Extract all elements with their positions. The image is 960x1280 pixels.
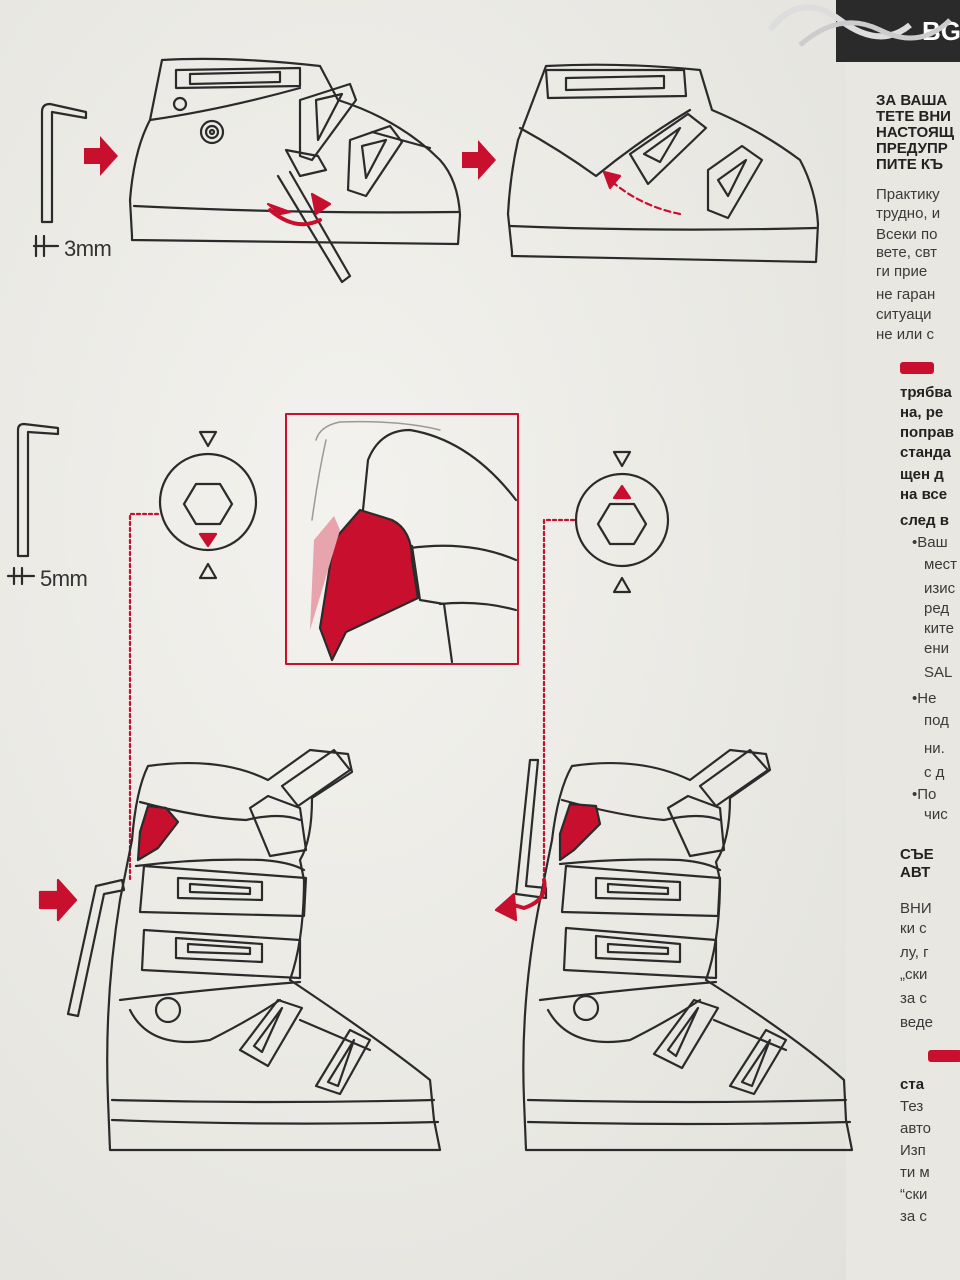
right-column-line: Тез bbox=[900, 1098, 924, 1115]
right-column-line: ста bbox=[900, 1076, 925, 1093]
step-arrow-icon bbox=[462, 140, 496, 180]
right-column-line: АВТ bbox=[900, 864, 931, 881]
right-column-line: не гаран bbox=[876, 286, 936, 303]
right-column-line: под bbox=[924, 712, 949, 729]
right-column-line: чис bbox=[924, 806, 948, 823]
manual-page-right bbox=[846, 0, 960, 1280]
right-column-line: ЗА ВАША bbox=[876, 92, 948, 109]
right-column-line: лу, г bbox=[900, 944, 929, 961]
right-column-line: на все bbox=[900, 486, 948, 503]
right-column-line: на, ре bbox=[900, 404, 944, 421]
right-column-line: ПРЕДУПР bbox=[876, 140, 948, 157]
right-column-line: за с bbox=[900, 1208, 927, 1225]
hex-key-in-use-right-icon bbox=[514, 758, 548, 900]
right-column-line: ти м bbox=[900, 1164, 930, 1181]
hex-key-in-use-left-icon bbox=[66, 878, 126, 1018]
right-column-line: щен д bbox=[900, 466, 944, 483]
right-column-line: след в bbox=[900, 512, 949, 529]
hex-key-3mm-icon bbox=[32, 102, 88, 258]
step-arrow-icon bbox=[84, 136, 118, 176]
right-column-line: ситуаци bbox=[876, 306, 932, 323]
right-column-line: мест bbox=[924, 556, 958, 573]
right-column-line: SAL bbox=[924, 664, 953, 681]
right-column-line: СЪЕ bbox=[900, 846, 934, 863]
right-column-line: „ски bbox=[900, 966, 928, 983]
spiral-binding bbox=[767, 4, 952, 47]
right-column-line: изис bbox=[924, 580, 956, 597]
right-column-line: поправ bbox=[900, 424, 955, 441]
right-column-line: авто bbox=[900, 1120, 932, 1137]
right-column-line: ВНИ bbox=[900, 900, 932, 917]
right-column-line: трябва bbox=[900, 384, 952, 401]
right-column-line: станда bbox=[900, 444, 951, 461]
right-column-line: с д bbox=[924, 764, 945, 781]
right-column-line: По bbox=[912, 786, 936, 803]
boot-shell-top-right bbox=[506, 63, 820, 264]
right-column-line: ни. bbox=[924, 740, 945, 757]
insert-arrow-icon bbox=[38, 878, 78, 922]
detail-inset-boot-cuff bbox=[311, 420, 518, 664]
right-column-line: ред bbox=[924, 600, 950, 617]
right-column-line: за с bbox=[900, 990, 927, 1007]
red-marker bbox=[928, 1050, 960, 1062]
right-column-line: НАСТОЯЩ bbox=[876, 124, 955, 141]
right-column-line: ки с bbox=[900, 920, 927, 937]
adjustment-dial-left-icon bbox=[158, 430, 258, 580]
adjustment-dial-right-icon bbox=[574, 450, 670, 594]
right-column-line: Практику bbox=[876, 186, 940, 203]
right-column-line: трудно, и bbox=[876, 205, 941, 222]
right-column-line: “ски bbox=[900, 1186, 928, 1203]
right-column-line: веде bbox=[900, 1014, 933, 1031]
right-column-line: ТЕТЕ ВНИ bbox=[876, 108, 951, 125]
right-column-line: не или с bbox=[876, 326, 934, 343]
right-column-line: Всеки по bbox=[876, 226, 938, 243]
right-column-line: Изп bbox=[900, 1142, 926, 1159]
key-3mm-label: 3mm bbox=[64, 236, 112, 261]
red-marker bbox=[900, 362, 934, 374]
right-column-line: ги прие bbox=[876, 263, 928, 280]
ski-boot-bottom-left bbox=[106, 748, 442, 1152]
right-column-line: Не bbox=[912, 690, 936, 707]
key-5mm-label: 5mm bbox=[40, 566, 88, 591]
rotate-arrow-icon bbox=[494, 892, 518, 922]
right-column-line: вете, свт bbox=[876, 244, 938, 261]
right-column-line: ките bbox=[924, 620, 954, 637]
hex-key-5mm-icon bbox=[6, 422, 60, 586]
right-column-line: Ваш bbox=[912, 534, 947, 551]
detail-inset-frame bbox=[285, 413, 519, 665]
boot-shell-top-left bbox=[128, 57, 462, 284]
right-column-line: ени bbox=[924, 640, 950, 657]
right-column-line: ПИТЕ КЪ bbox=[876, 156, 944, 173]
language-tab-label: BG bbox=[922, 16, 960, 46]
